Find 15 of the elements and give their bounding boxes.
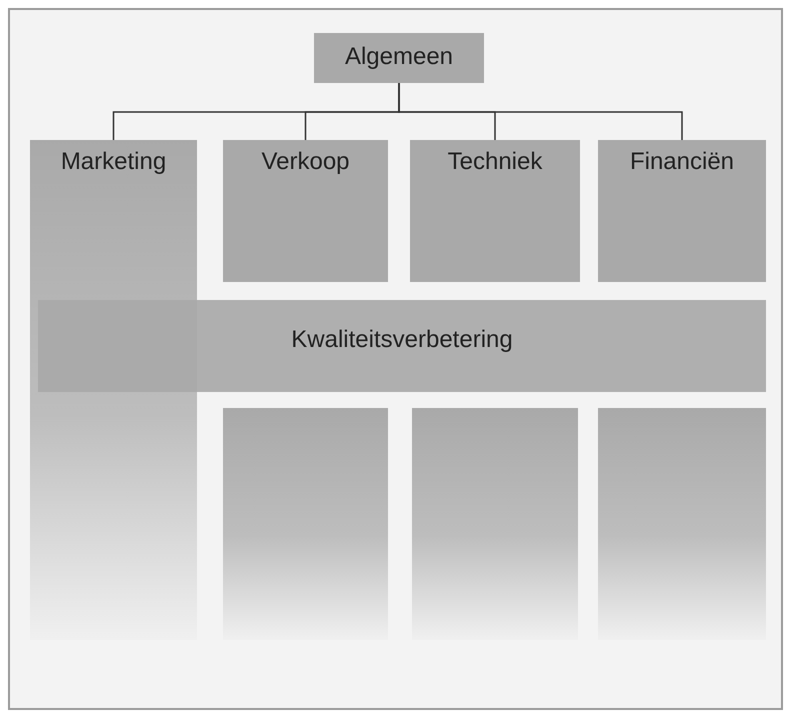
empty-box: [223, 408, 388, 640]
cross-function-band: [38, 300, 766, 392]
head-box: [314, 33, 484, 83]
band-title: Kwaliteitsverbetering: [290, 326, 514, 354]
empty-box: [412, 408, 578, 640]
department-box: [410, 140, 580, 282]
empty-box: [598, 408, 766, 640]
department-box: [223, 140, 388, 282]
department-name: Marketing: [60, 148, 168, 176]
department-box: [598, 140, 766, 282]
department-name: Verkoop: [260, 148, 351, 176]
head-title: Algemeen: [344, 43, 454, 71]
department-name: Financiën: [628, 148, 736, 176]
connector-line: [398, 83, 683, 140]
department-name: Techniek: [446, 148, 544, 176]
